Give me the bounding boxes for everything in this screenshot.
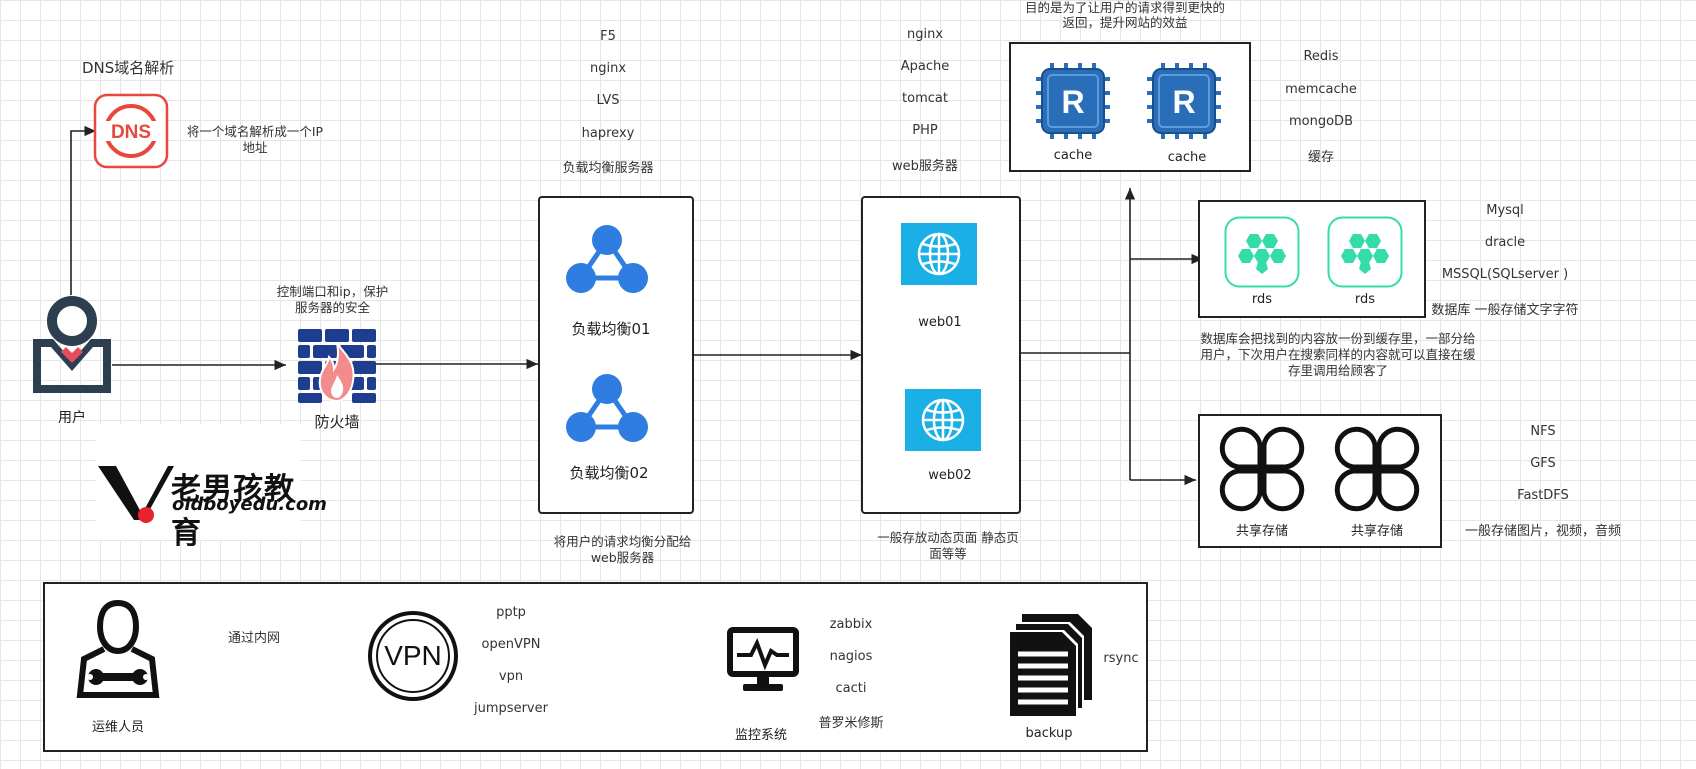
cache-tool-caption: 缓存 — [1307, 150, 1335, 165]
rds-note: 数据库会把找到的内容放一份到缓存里，一部分给 用户，下次用户在搜索同样的内容就可… — [1188, 331, 1488, 379]
web-tool-nginx: nginx — [906, 27, 944, 42]
web-tool-tomcat: tomcat — [902, 91, 948, 106]
storage-01-icon — [1218, 425, 1306, 517]
web-01-globe-icon — [901, 223, 977, 289]
dns-note-line1: 将一个域名解析成一个IP — [186, 124, 324, 139]
storage-02-icon — [1333, 425, 1421, 517]
lb-node-01-label: 负载均衡01 — [571, 320, 651, 338]
rds-note-line1: 数据库会把找到的内容放一份到缓存里，一部分给 — [1200, 331, 1476, 346]
dns-title: DNS域名解析 — [82, 59, 175, 77]
lb-note: 将用户的请求均衡分配给 web服务器 — [540, 534, 705, 566]
storage-tool-fastdfs: FastDFS — [1517, 488, 1569, 503]
backup-label: backup — [1025, 726, 1073, 741]
oldboy-logo: 老男孩教育 oldboyedu.com — [96, 424, 327, 551]
cache-note: 目的是为了让用户的请求得到更快的 返回，提升网站的效益 — [1020, 0, 1230, 30]
rds-note-line3: 存里调用给顾客了 — [1287, 363, 1388, 378]
vpn-tool-vpn: vpn — [498, 669, 524, 684]
lb-tool-f5: F5 — [600, 29, 616, 44]
cache-tool-memcache: memcache — [1285, 82, 1357, 97]
vpn-icon-text: VPN — [384, 640, 442, 671]
monitor-label: 监控系统 — [734, 728, 788, 743]
logo-mark — [98, 466, 174, 523]
dns-icon-text: DNS — [111, 122, 151, 143]
ops-engineer-icon — [74, 597, 162, 705]
user-icon — [31, 295, 113, 399]
monitor-tool-zabbix: zabbix — [829, 617, 873, 632]
ops-link-label: 通过内网 — [228, 631, 281, 646]
cache-node-02-label: cache — [1167, 150, 1207, 165]
dns-note: 将一个域名解析成一个IP 地址 — [180, 124, 330, 156]
monitor-tool-nagios: nagios — [829, 649, 873, 664]
rds-tool-mysql: Mysql — [1486, 203, 1524, 218]
web-note: 一般存放动态页面 静态页 面等等 — [868, 530, 1028, 562]
ops-engineer-label: 运维人员 — [91, 720, 145, 735]
firewall-note-line2: 服务器的安全 — [294, 300, 370, 315]
backup-documents-icon — [1008, 614, 1094, 722]
vpn-icon: VPN — [367, 610, 459, 706]
backup-tool-rsync: rsync — [1103, 651, 1139, 666]
storage-tool-nfs: NFS — [1530, 424, 1556, 439]
rds-node-02-label: rds — [1354, 292, 1376, 307]
user-label: 用户 — [58, 410, 86, 426]
web-note-line2: 面等等 — [929, 546, 967, 561]
rds-note-line2: 用户，下次用户在搜索同样的内容就可以直接在缓 — [1200, 347, 1476, 362]
lb-tool-nginx: nginx — [589, 61, 627, 76]
rds-02-icon — [1327, 216, 1403, 292]
cache-tool-mongodb: mongoDB — [1289, 114, 1353, 129]
rds-tool-oracle: dracle — [1484, 235, 1526, 250]
cache-note-line1: 目的是为了让用户的请求得到更快的 — [1024, 0, 1225, 15]
load-balancer-icon-01 — [565, 224, 649, 302]
vpn-tool-openvpn: openVPN — [481, 637, 541, 652]
dns-note-line2: 地址 — [242, 140, 268, 155]
rds-tool-caption: 数据库 一般存储文字字符 — [1431, 303, 1579, 318]
cache-02-icon-letter: R — [1172, 84, 1195, 120]
web-node-01-label: web01 — [918, 315, 962, 330]
monitor-icon — [727, 627, 799, 697]
lb-note-line2: web服务器 — [590, 550, 655, 565]
firewall-note-line1: 控制端口和ip，保护 — [276, 284, 389, 299]
ops-panel — [43, 582, 1148, 752]
web-tool-caption: web服务器 — [892, 159, 958, 174]
rds-node-01-label: rds — [1251, 292, 1273, 307]
web-02-globe-icon — [905, 389, 981, 455]
lb-tool-haproxy: haprexy — [581, 126, 635, 141]
storage-node-02-label: 共享存储 — [1350, 524, 1404, 539]
firewall-note: 控制端口和ip，保护 服务器的安全 — [270, 284, 395, 316]
cache-01-icon: R — [1036, 63, 1110, 143]
vpn-tool-jumpserver: jumpserver — [474, 701, 548, 716]
cache-01-icon-letter: R — [1061, 84, 1084, 120]
rds-01-icon — [1224, 216, 1300, 292]
logo-url: oldboyedu.com — [172, 494, 327, 515]
rds-tool-mssql: MSSQL(SQLserver ) — [1441, 267, 1569, 282]
web-tool-apache: Apache — [900, 59, 950, 74]
monitor-tool-cacti: cacti — [835, 681, 867, 696]
logo-name: 老男孩教育 — [171, 472, 295, 551]
cache-02-icon: R — [1147, 63, 1221, 143]
dns-icon: DNS — [93, 93, 169, 173]
web-tool-php: PHP — [912, 123, 938, 138]
web-node-02-label: web02 — [928, 468, 972, 483]
vpn-tool-pptp: pptp — [496, 605, 526, 620]
storage-tool-caption: 一般存储图片，视频，音频 — [1464, 524, 1622, 539]
web-note-line1: 一般存放动态页面 静态页 — [877, 530, 1019, 545]
firewall-icon — [298, 329, 376, 407]
monitor-tool-prometheus: 普罗米修斯 — [818, 716, 884, 731]
firewall-label: 防火墙 — [314, 413, 360, 431]
storage-box — [1198, 414, 1442, 548]
cache-node-01-label: cache — [1053, 148, 1093, 163]
storage-node-01-label: 共享存储 — [1235, 524, 1289, 539]
lb-note-line1: 将用户的请求均衡分配给 — [553, 534, 692, 549]
cache-tool-redis: Redis — [1303, 49, 1339, 64]
load-balancer-icon-02 — [565, 373, 649, 451]
cache-note-line2: 返回，提升网站的效益 — [1062, 15, 1188, 30]
lb-tool-lvs: LVS — [596, 93, 620, 108]
lb-node-02-label: 负载均衡02 — [569, 464, 649, 482]
storage-tool-gfs: GFS — [1530, 456, 1556, 471]
lb-tool-caption: 负载均衡服务器 — [562, 161, 654, 176]
